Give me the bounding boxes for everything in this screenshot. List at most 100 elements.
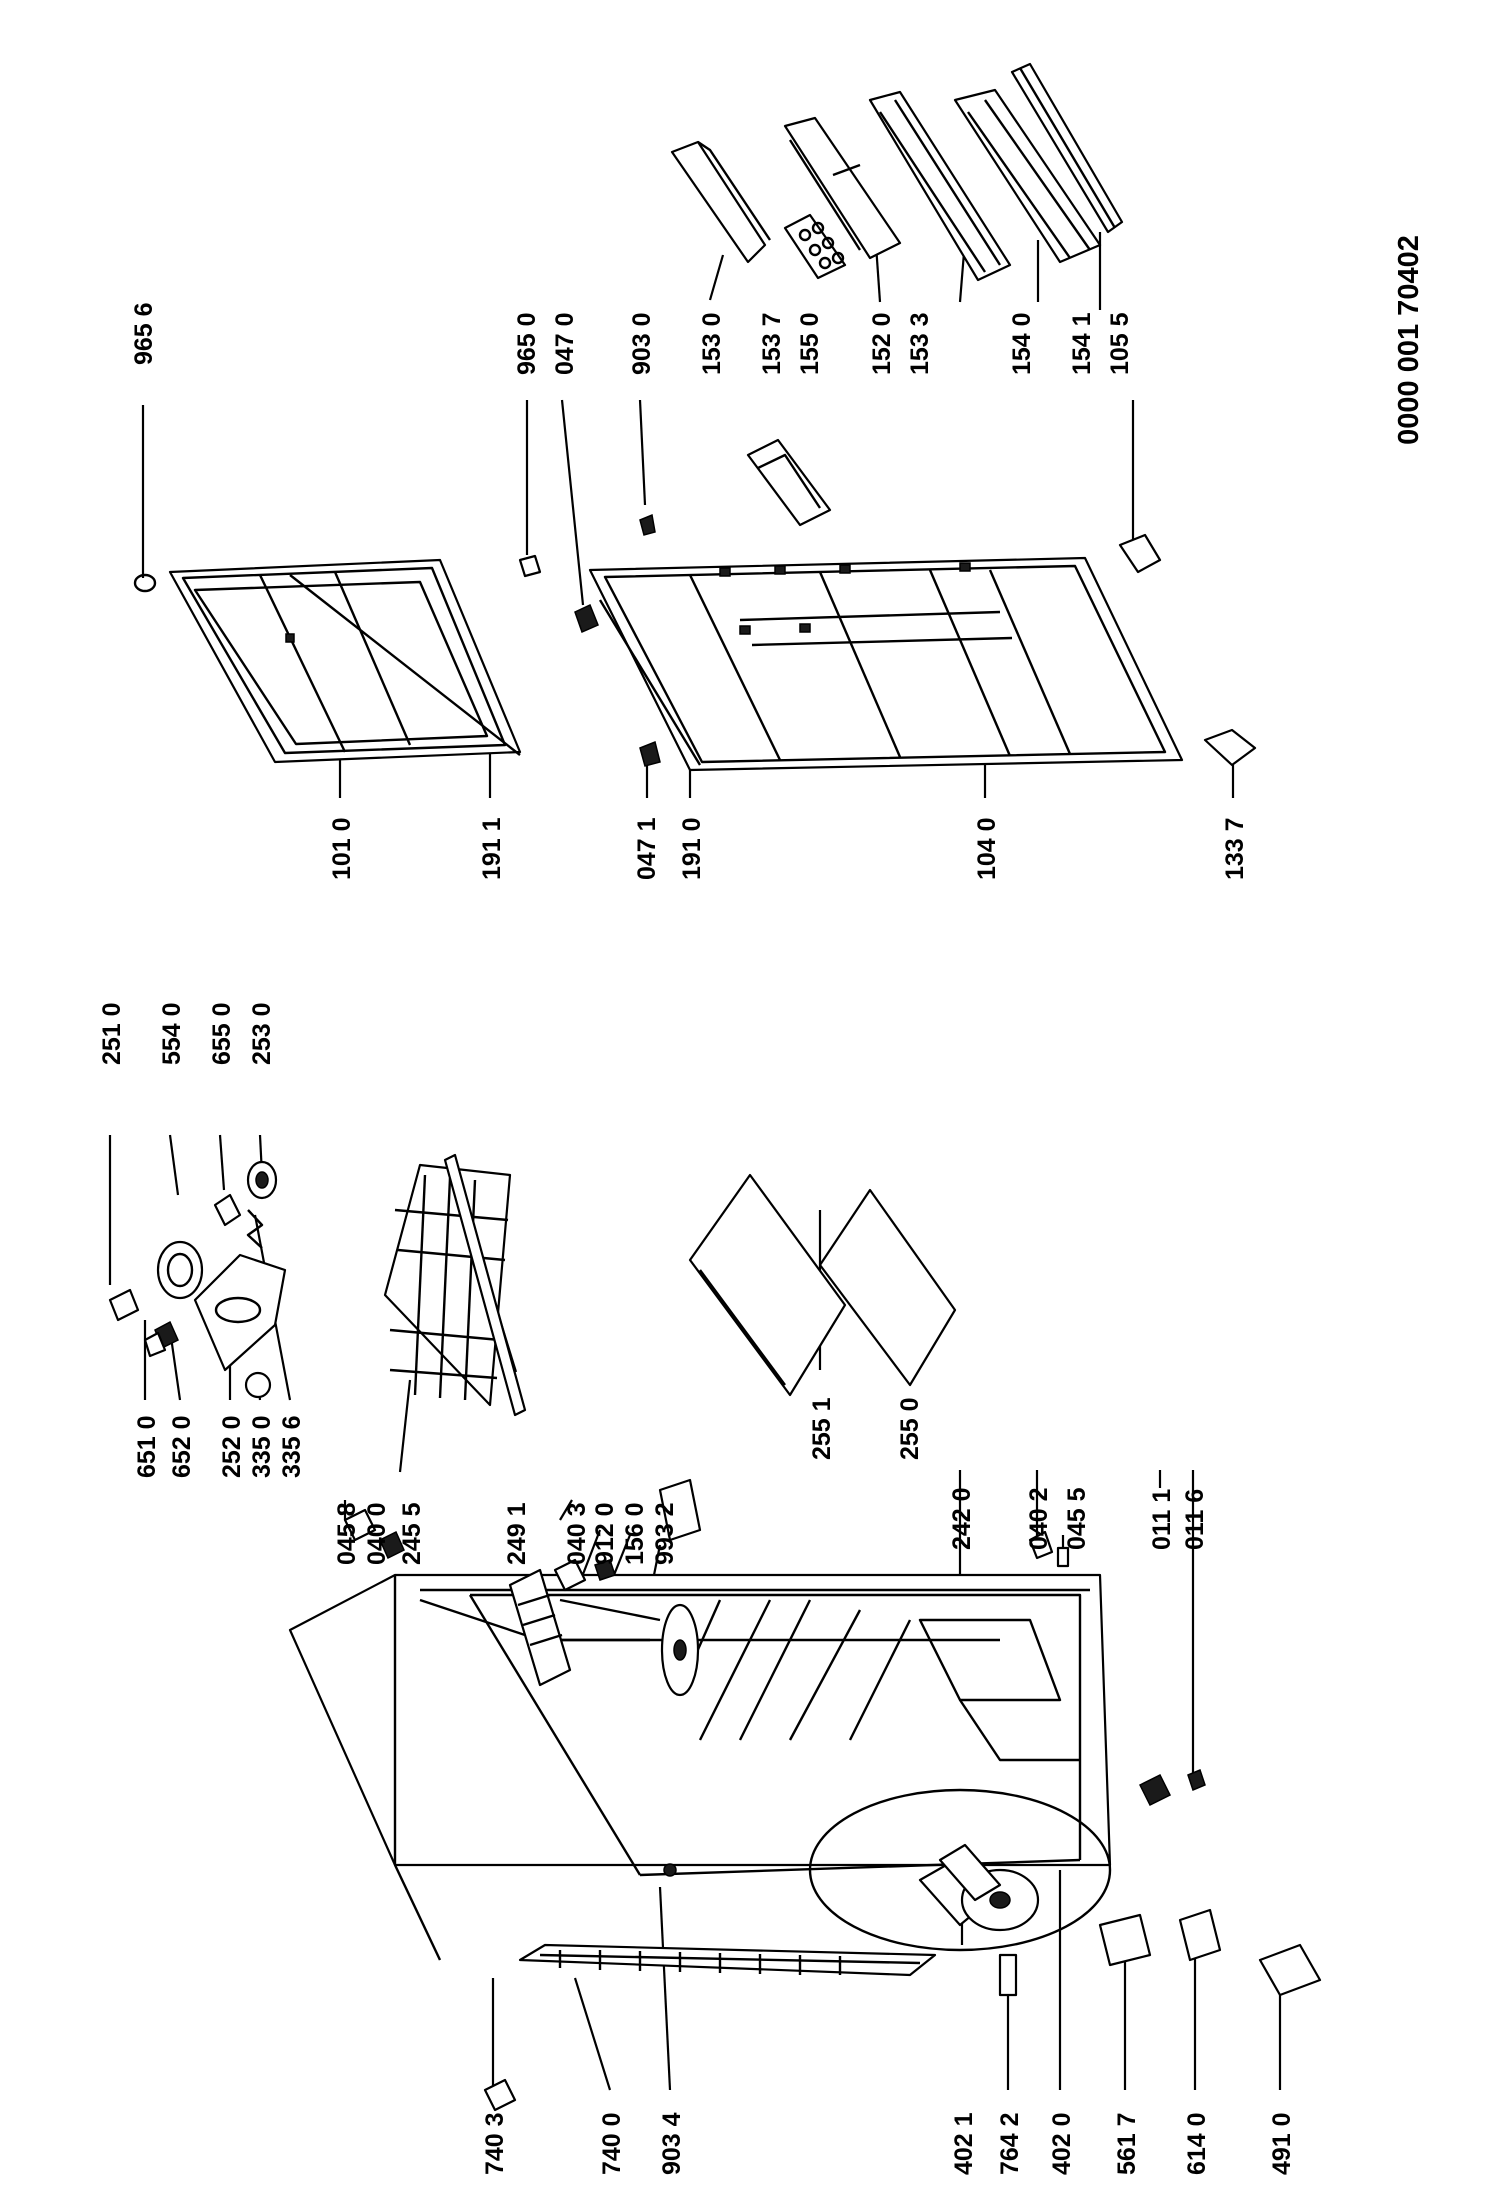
shelf-2550 [818, 1188, 957, 1387]
part-label: 255 1 [808, 1397, 836, 1460]
hinge-pin-9650 [518, 554, 542, 578]
cap-6510 [143, 1331, 167, 1358]
shelf-2551 [688, 1173, 847, 1397]
part-label: 903 4 [658, 2112, 686, 2175]
lamp-6550 [213, 1193, 242, 1227]
part-label: 104 0 [973, 817, 1001, 880]
cover-7403 [483, 2078, 517, 2112]
part-label: 764 2 [996, 2112, 1024, 2175]
bracket-2510 [108, 1288, 140, 1322]
lamp-cover-0403 [553, 1558, 587, 1592]
part-label: 740 0 [598, 2112, 626, 2175]
part-label: 740 3 [481, 2112, 509, 2175]
thermostat-in-cabinet [660, 1603, 700, 1697]
fridge-door-1040 [588, 556, 1184, 772]
part-label: 191 0 [678, 817, 706, 880]
part-label-layer: 965 6 965 0 047 0 903 0 153 0 153 7 155 … [98, 302, 1296, 2175]
part-label: 040 2 [1025, 1487, 1053, 1550]
capacitor-7642 [998, 1953, 1018, 1997]
thermostat-knob-5540 [156, 1240, 204, 1300]
hinge-0470 [574, 603, 599, 634]
part-label: 153 0 [698, 312, 726, 375]
part-label: 040 0 [363, 1502, 391, 1565]
part-label: 561 7 [1113, 2112, 1141, 2175]
bottle-holder-1537 [746, 438, 832, 527]
part-label: 402 0 [1048, 2112, 1076, 2175]
freezer-door-1010 [168, 558, 522, 764]
part-label: 965 6 [130, 302, 158, 365]
hinge-0111 [1138, 1773, 1172, 1807]
switch-9120 [594, 1559, 616, 1581]
part-label: 101 0 [328, 817, 356, 880]
part-label: 045 8 [333, 1502, 361, 1565]
hinge-cap-9656 [133, 573, 157, 593]
part-label: 255 0 [896, 1397, 924, 1460]
sensor-9932 [658, 1478, 702, 1542]
part-label: 047 0 [551, 312, 579, 375]
overload-6140 [1178, 1908, 1222, 1962]
part-label: 335 6 [278, 1415, 306, 1478]
part-label: 245 5 [398, 1502, 426, 1565]
door-shelf-1540 [953, 88, 1102, 264]
part-label: 040 3 [563, 1502, 591, 1565]
hinge-0471 [639, 740, 661, 767]
freezer-shelf-2455 [383, 1163, 512, 1407]
part-label: 252 0 [218, 1415, 246, 1478]
part-label: 191 1 [478, 817, 506, 880]
door-bin-1530 [670, 140, 771, 264]
part-label: 253 0 [248, 1002, 276, 1065]
screw-0116 [1187, 1768, 1206, 1792]
part-label: 912 0 [591, 1502, 619, 1565]
spring-3356 [246, 1209, 264, 1249]
screw-9034 [663, 1863, 677, 1877]
part-label: 154 1 [1068, 312, 1096, 375]
part-label: 045 5 [1063, 1487, 1091, 1550]
foot-1055 [1118, 533, 1162, 574]
part-label: 011 6 [1181, 1489, 1209, 1550]
cover-3350 [244, 1371, 272, 1399]
part-label: 133 7 [1221, 817, 1249, 880]
shelf-front-2491 [443, 1153, 527, 1417]
door-gasket-1910 [598, 599, 702, 766]
part-label: 047 1 [633, 817, 661, 880]
part-label: 993 2 [651, 1502, 679, 1565]
part-label: 965 0 [513, 312, 541, 375]
part-label: 402 1 [950, 2112, 978, 2175]
part-label: 249 1 [503, 1502, 531, 1565]
cabinet-body [288, 1573, 1112, 1961]
part-label: 251 0 [98, 1002, 126, 1065]
part-label: 614 0 [1183, 2112, 1211, 2175]
compressor-mount-4021 [938, 1843, 1002, 1902]
part-label: 153 3 [906, 312, 934, 375]
door-gasket-1911 [289, 574, 521, 756]
foot-1337 [1203, 728, 1257, 767]
part-label: 554 0 [158, 1002, 186, 1065]
door-shelf-rail-1541 [1010, 62, 1124, 234]
egg-tray-1550 [783, 213, 847, 280]
part-label: 491 0 [1268, 2112, 1296, 2175]
kick-plate-7400 [518, 1943, 937, 1977]
ice-tray-1560 [508, 1568, 572, 1687]
thermostat-housing-2520 [193, 1253, 287, 1372]
hinge-0458 [343, 1508, 377, 1542]
part-label: 152 0 [868, 312, 896, 375]
relay-5617 [1098, 1913, 1152, 1967]
part-label: 011 1 [1148, 1489, 1176, 1550]
part-label: 156 0 [621, 1502, 649, 1565]
part-label: 153 7 [758, 312, 786, 375]
part-label: 651 0 [133, 1415, 161, 1478]
part-label: 652 0 [168, 1415, 196, 1478]
part-label: 155 0 [796, 312, 824, 375]
screw-0455 [1056, 1546, 1070, 1568]
part-label: 242 0 [948, 1487, 976, 1550]
cable-4910 [1258, 1943, 1322, 1997]
part-label: 335 0 [248, 1415, 276, 1478]
hinge-0400 [379, 1530, 405, 1560]
door-shelf-1520 [783, 116, 902, 260]
part-label: 655 0 [208, 1002, 236, 1065]
document-number: 0000 001 70402 [1393, 235, 1425, 445]
door-shelf-1533 [868, 90, 1012, 282]
hinge-0402 [1028, 1530, 1054, 1560]
part-label: 105 5 [1106, 312, 1134, 375]
